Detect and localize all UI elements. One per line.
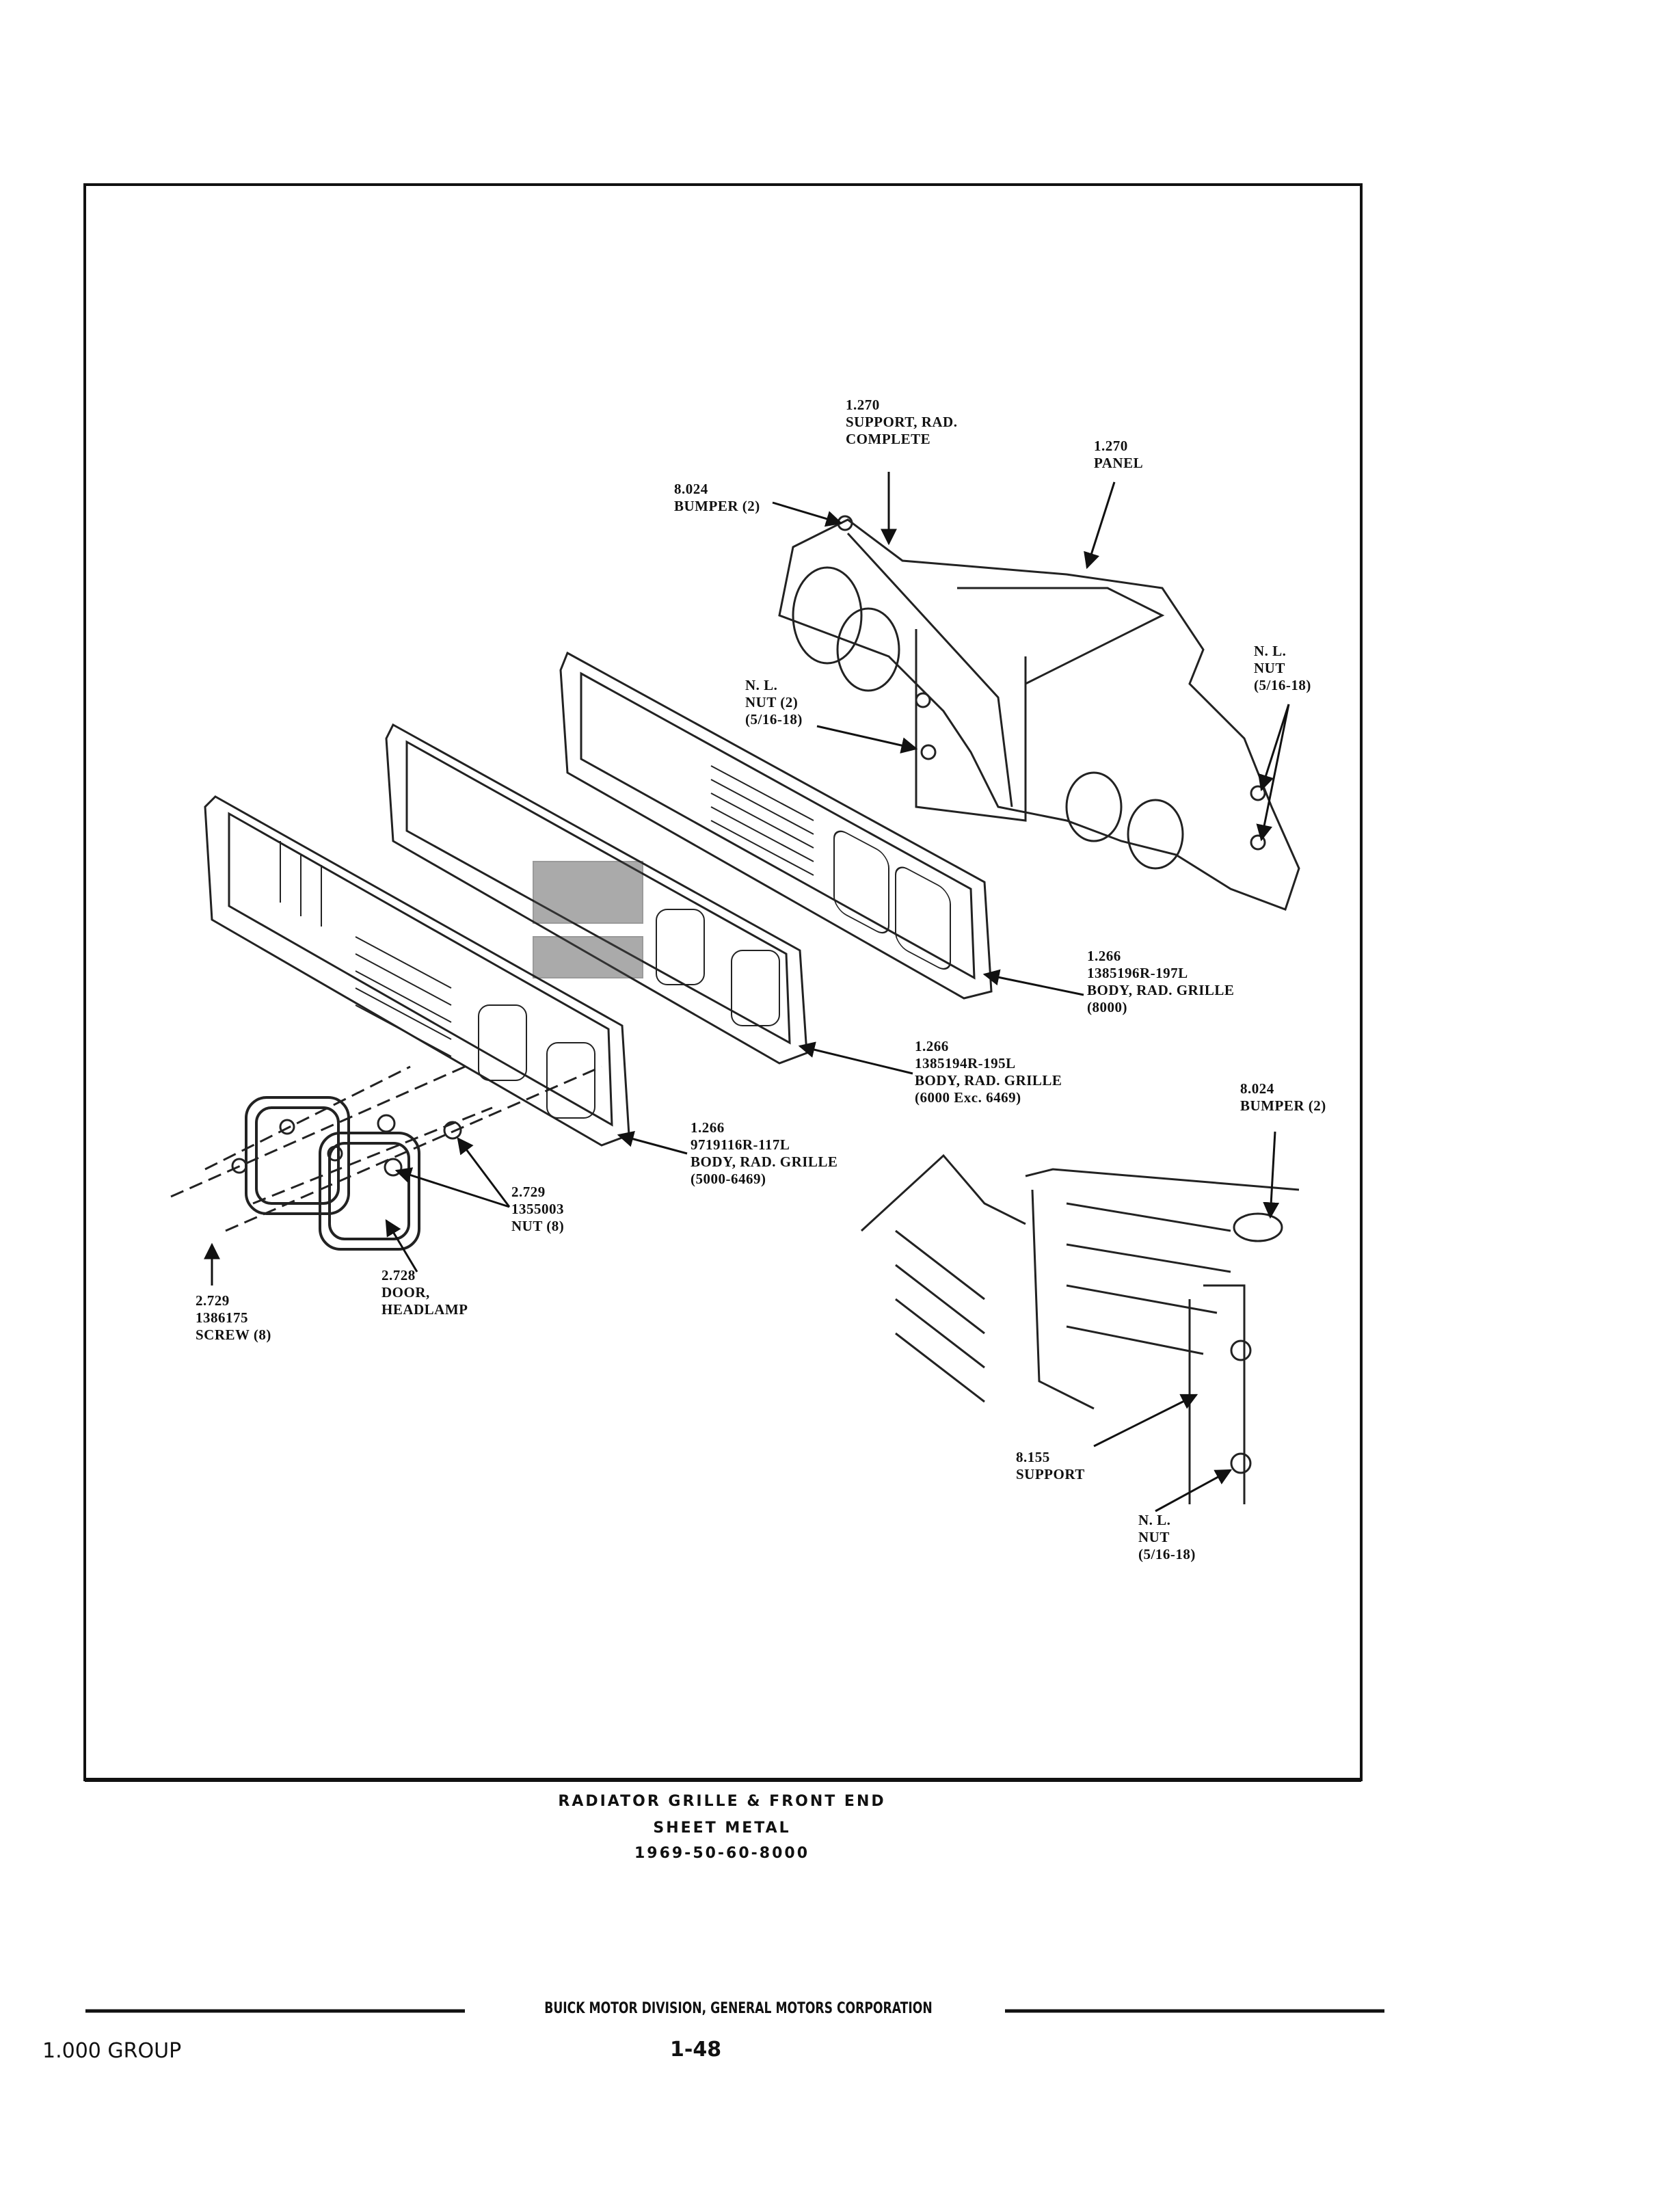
headlamp-door-drawing (245, 1096, 420, 1251)
callout-panel: 1.270 PANEL (1094, 438, 1144, 471)
inset-bumper-detail-drawing (860, 1154, 1300, 1504)
callout-grille-6000: 1.266 1385194R-195L BODY, RAD. GRILLE (6… (915, 1038, 1062, 1106)
callout-grille-5000: 1.266 9719116R-117L BODY, RAD. GRILLE (5… (691, 1119, 838, 1187)
callout-support-inset: 8.155 SUPPORT (1016, 1449, 1085, 1482)
callout-nut-inset: N. L. NUT (5/16-18) (1138, 1512, 1196, 1562)
grille-8000-drawing (559, 651, 993, 1000)
screws-nuts-drawing (170, 1065, 602, 1232)
grille-5000-drawing (204, 795, 630, 1147)
callout-screw-8: 2.729 1386175 SCREW (8) (196, 1292, 271, 1343)
callout-nut-center: N. L. NUT (2) (5/16-18) (745, 677, 803, 728)
callout-grille-8000: 1.266 1385196R-197L BODY, RAD. GRILLE (8… (1087, 948, 1235, 1015)
figure-caption-line3: 1969-50-60-8000 (634, 1845, 810, 1862)
callout-nut-right: N. L. NUT (5/16-18) (1254, 643, 1311, 693)
footer-publisher: BUICK MOTOR DIVISION, GENERAL MOTORS COR… (544, 2000, 933, 2017)
leader-lines (204, 472, 1290, 1513)
grille-6000-drawing (385, 723, 808, 1065)
page-number: 1-48 (670, 2038, 722, 2062)
footer-group: 1.000 GROUP (42, 2039, 182, 2063)
callout-door-headlamp: 2.728 DOOR, HEADLAMP (381, 1267, 468, 1318)
radiator-support-drawing (778, 515, 1300, 911)
figure-caption-line1: RADIATOR GRILLE & FRONT END (558, 1793, 886, 1810)
callout-bumper-top: 8.024 BUMPER (2) (674, 481, 760, 514)
callout-support-rad: 1.270 SUPPORT, RAD. COMPLETE (846, 397, 958, 447)
figure-caption-line2: SHEET METAL (653, 1820, 791, 1837)
callout-nut-8: 2.729 1355003 NUT (8) (511, 1184, 565, 1234)
callout-bumper-inset: 8.024 BUMPER (2) (1240, 1080, 1326, 1114)
